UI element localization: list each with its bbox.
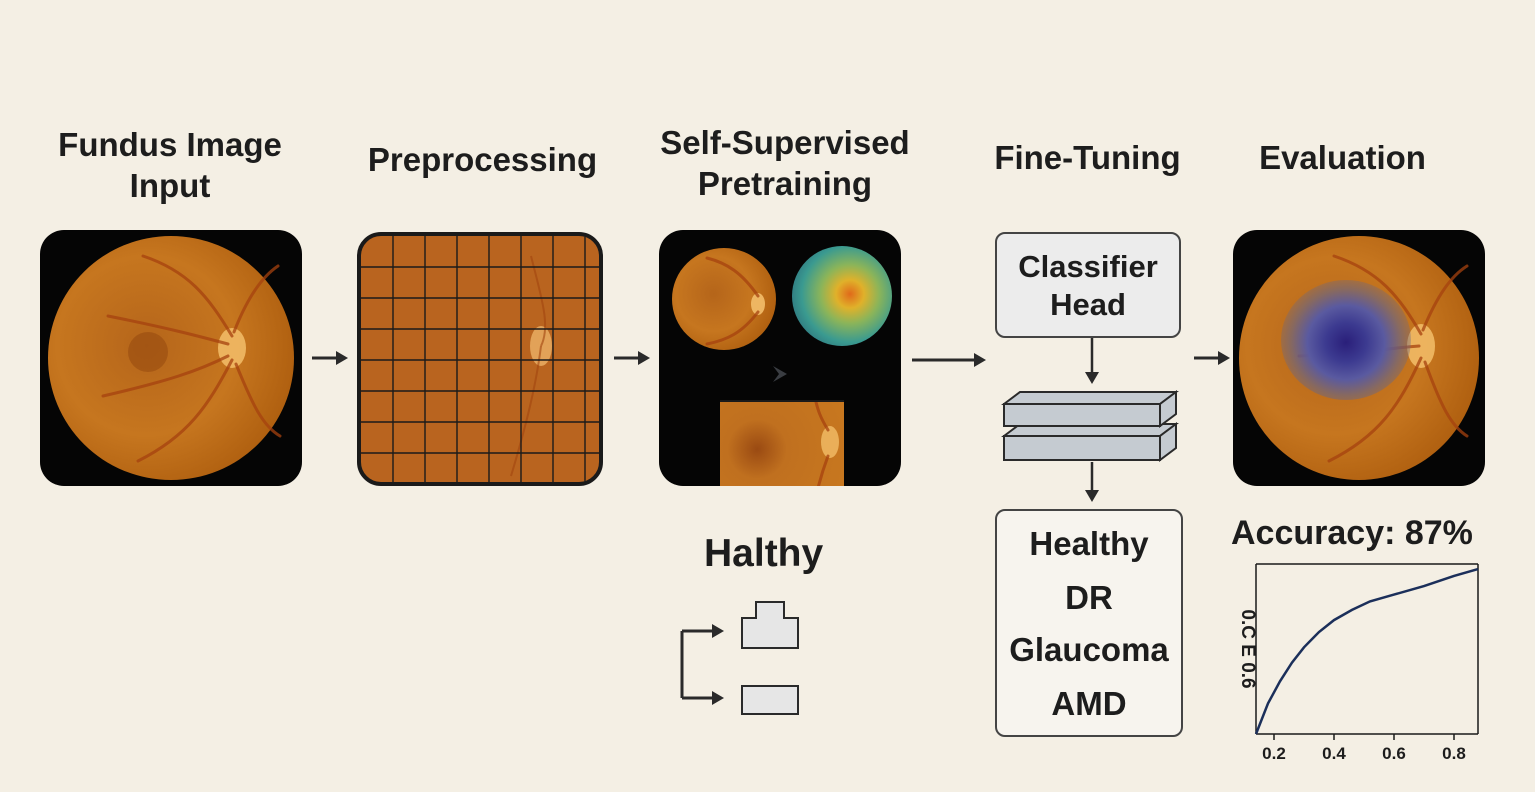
pretraining-fundus-vessels xyxy=(705,256,765,346)
arrow-1 xyxy=(312,351,348,365)
pretraining-fundus-image xyxy=(672,248,776,350)
fundus-vessels xyxy=(101,254,282,463)
branch-diagram xyxy=(680,601,799,715)
heatmap-overlay xyxy=(1281,280,1411,400)
arrow-down-1 xyxy=(1085,338,1099,384)
cropped-view-vessels xyxy=(814,400,839,486)
output-classes-box: Healthy DR Glaucoma AMD xyxy=(995,509,1183,737)
evaluation-chart: 0.C E 0.6 0.2 0.4 0.6 0.8 xyxy=(1237,563,1479,763)
arrow-2 xyxy=(614,351,650,365)
y-axis-label: 0.C E 0.6 xyxy=(1237,609,1258,688)
arrow-down-2 xyxy=(1085,462,1099,502)
arrow-4 xyxy=(1194,351,1230,365)
attention-map xyxy=(792,246,892,346)
stage-title-pretraining: Self-Supervised Pretraining xyxy=(660,124,910,202)
classifier-head-box: Classifier Head xyxy=(995,232,1181,338)
fundus-input-panel xyxy=(40,230,302,486)
layer-stack-icon xyxy=(1001,390,1179,462)
arrow-3 xyxy=(912,353,986,367)
cropped-view xyxy=(720,400,844,486)
class-label-glaucoma: Glaucoma xyxy=(1009,631,1169,668)
diamond-arrow-icon xyxy=(773,366,787,382)
classifier-head-label: Classifier Head xyxy=(1018,249,1158,322)
evaluation-panel xyxy=(1233,230,1485,486)
x-tick-label: 0.4 xyxy=(1322,744,1346,763)
patch-grid xyxy=(361,236,599,482)
stage-title-preprocessing: Preprocessing xyxy=(367,141,598,178)
class-label-healthy: Healthy xyxy=(1029,525,1149,562)
halthy-label: Halthy xyxy=(704,532,824,575)
class-label-dr: DR xyxy=(1065,579,1113,616)
fundus-image xyxy=(48,236,294,480)
accuracy-curve xyxy=(1254,567,1479,735)
stage-title-finetuning: Fine-Tuning xyxy=(994,139,1181,176)
x-tick-label: 0.8 xyxy=(1442,744,1466,763)
stage-title-evaluation: Evaluation xyxy=(1259,139,1426,176)
pretraining-panel xyxy=(659,230,901,486)
stage-title-input: Fundus Image Input xyxy=(58,126,282,204)
x-tick-label: 0.2 xyxy=(1262,744,1286,763)
x-tick-label: 0.6 xyxy=(1382,744,1406,763)
preprocessing-panel xyxy=(357,232,603,486)
accuracy-label: Accuracy: 87% xyxy=(1231,514,1473,552)
class-label-amd: AMD xyxy=(1051,685,1127,722)
